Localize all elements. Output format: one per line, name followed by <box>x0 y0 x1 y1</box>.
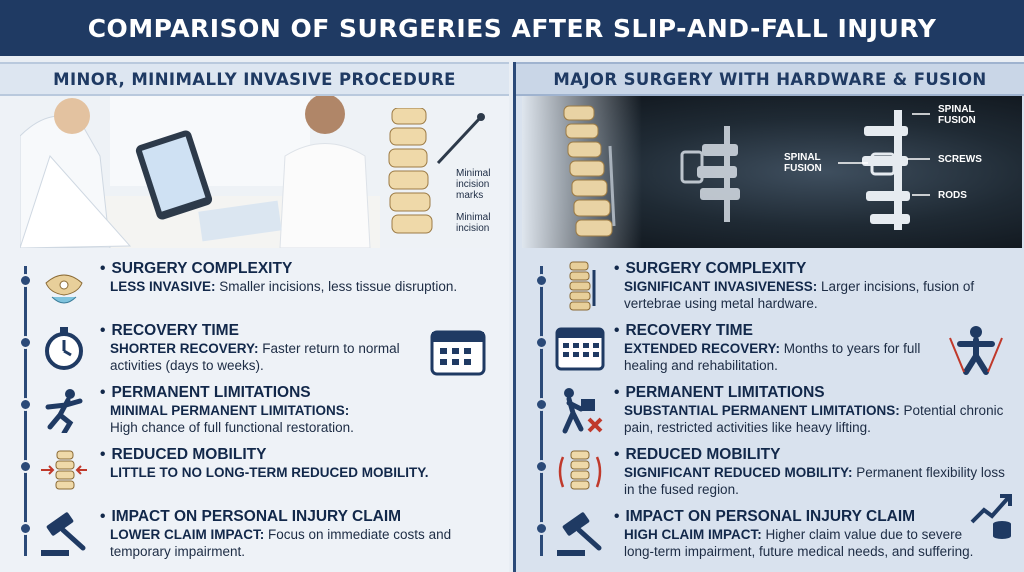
row-lead: HIGH CLAIM IMPACT: <box>624 527 762 542</box>
row-text: Months to years for full healing and reh… <box>624 341 921 373</box>
rehab-figure-icon <box>946 324 1006 383</box>
row-lead: SHORTER RECOVERY: <box>110 341 259 356</box>
row-title: SURGERY COMPLEXITY <box>614 260 1014 278</box>
right-row-recovery: RECOVERY TIME EXTENDED RECOVERY: Months … <box>516 320 1024 380</box>
row-text: Focus on immediate costs and temporary i… <box>110 527 452 559</box>
left-column-header: MINOR, MINIMALLY INVASIVE PROCEDURE <box>0 62 509 96</box>
row-text: Higher claim value due to severe long-te… <box>624 527 974 559</box>
row-lead: EXTENDED RECOVERY: <box>624 341 781 356</box>
timeline-dot <box>535 336 548 349</box>
rods-label: RODS <box>938 190 967 201</box>
gavel-icon <box>36 508 92 560</box>
row-title: IMPACT ON PERSONAL INJURY CLAIM <box>614 508 1014 526</box>
timeline-dot <box>535 398 548 411</box>
spine-incision-illustration <box>388 108 485 234</box>
row-title: RECOVERY TIME <box>614 322 1014 340</box>
row-text: Faster return to normal activities (days… <box>110 341 400 373</box>
spinal-xray-illustration <box>522 96 930 248</box>
timeline-dot <box>19 274 32 287</box>
row-lead: LESS INVASIVE: <box>110 279 216 294</box>
timeline-dot <box>19 522 32 535</box>
right-row-mobility: REDUCED MOBILITY SIGNIFICANT REDUCED MOB… <box>516 444 1024 504</box>
row-lead: LOWER CLAIM IMPACT: <box>110 527 265 542</box>
xray-image: SPINAL FUSION SPINAL FUSION SCREWS RODS <box>522 96 1022 248</box>
row-title: REDUCED MOBILITY <box>614 446 1014 464</box>
row-text: Permanent flexibility loss in the fused … <box>624 465 1005 497</box>
row-lead: SIGNIFICANT INVASIVENESS: <box>624 279 818 294</box>
consultation-photo: Minimal incision marks Minimal incision <box>20 96 490 248</box>
row-lead: MINIMAL PERMANENT LIMITATIONS: <box>110 403 350 418</box>
row-text: Potential chronic pain, restricted activ… <box>624 403 1004 435</box>
right-column-header: MAJOR SURGERY WITH HARDWARE & FUSION <box>516 62 1024 96</box>
timeline-dot <box>535 460 548 473</box>
screws-label: SCREWS <box>938 154 982 165</box>
page-title: COMPARISON OF SURGERIES AFTER SLIP-AND-F… <box>87 13 937 43</box>
right-row-limitations: PERMANENT LIMITATIONS SUBSTANTIAL PERMAN… <box>516 382 1024 442</box>
spine-restricted-icon <box>552 446 608 498</box>
vertebra-icon <box>36 260 92 312</box>
right-row-claim: IMPACT ON PERSONAL INJURY CLAIM HIGH CLA… <box>516 494 1024 566</box>
row-title: PERMANENT LIMITATIONS <box>100 384 499 402</box>
gavel-icon <box>552 508 608 560</box>
row-title: PERMANENT LIMITATIONS <box>614 384 1014 402</box>
row-title: REDUCED MOBILITY <box>100 446 499 464</box>
row-title: RECOVERY TIME <box>100 322 499 340</box>
incision-marks-label: Minimal incision marks <box>456 168 490 201</box>
timeline-dot <box>19 336 32 349</box>
row-text: Smaller incisions, less tissue disruptio… <box>219 279 458 294</box>
lifting-restricted-icon <box>552 384 608 436</box>
row-title: IMPACT ON PERSONAL INJURY CLAIM <box>100 508 499 526</box>
right-row-complexity: SURGERY COMPLEXITY SIGNIFICANT INVASIVEN… <box>516 258 1024 318</box>
spinal-fusion-left-label: SPINAL FUSION <box>784 152 822 174</box>
timeline-dot <box>19 398 32 411</box>
running-figure-icon <box>36 384 92 436</box>
left-row-limitations: PERMANENT LIMITATIONS MINIMAL PERMANENT … <box>0 382 509 442</box>
row-title: SURGERY COMPLEXITY <box>100 260 499 278</box>
spine-hardware-icon <box>552 260 608 312</box>
left-row-complexity: SURGERY COMPLEXITY LESS INVASIVE: Smalle… <box>0 258 509 318</box>
left-timeline <box>24 266 27 556</box>
timeline-dot <box>19 460 32 473</box>
left-row-recovery: RECOVERY TIME SHORTER RECOVERY: Faster r… <box>0 320 509 380</box>
row-text: Larger incisions, fusion of vertebrae us… <box>624 279 975 311</box>
minor-procedure-column: MINOR, MINIMALLY INVASIVE PROCEDURE <box>0 62 509 572</box>
row-text: High chance of full functional restorati… <box>110 420 354 435</box>
row-lead: SUBSTANTIAL PERMANENT LIMITATIONS: <box>624 403 900 418</box>
title-banner: COMPARISON OF SURGERIES AFTER SLIP-AND-F… <box>0 0 1024 56</box>
stopwatch-icon <box>36 322 92 374</box>
timeline-dot <box>535 274 548 287</box>
timeline-dot <box>535 522 548 535</box>
calendar-icon <box>552 322 608 374</box>
left-row-mobility: REDUCED MOBILITY LITTLE TO NO LONG-TERM … <box>0 444 509 504</box>
spine-arrows-icon <box>36 446 92 498</box>
spinal-fusion-top-label: SPINAL FUSION <box>938 104 976 126</box>
rising-chart-coins-icon <box>968 492 1014 545</box>
right-timeline <box>540 266 543 556</box>
major-surgery-column: MAJOR SURGERY WITH HARDWARE & FUSION <box>513 62 1024 572</box>
incision-label: Minimal incision <box>456 212 490 234</box>
row-lead: LITTLE TO NO LONG-TERM REDUCED MOBILITY. <box>110 465 429 480</box>
left-row-claim: IMPACT ON PERSONAL INJURY CLAIM LOWER CL… <box>0 506 509 566</box>
calendar-icon <box>430 326 486 381</box>
row-lead: SIGNIFICANT REDUCED MOBILITY: <box>624 465 853 480</box>
